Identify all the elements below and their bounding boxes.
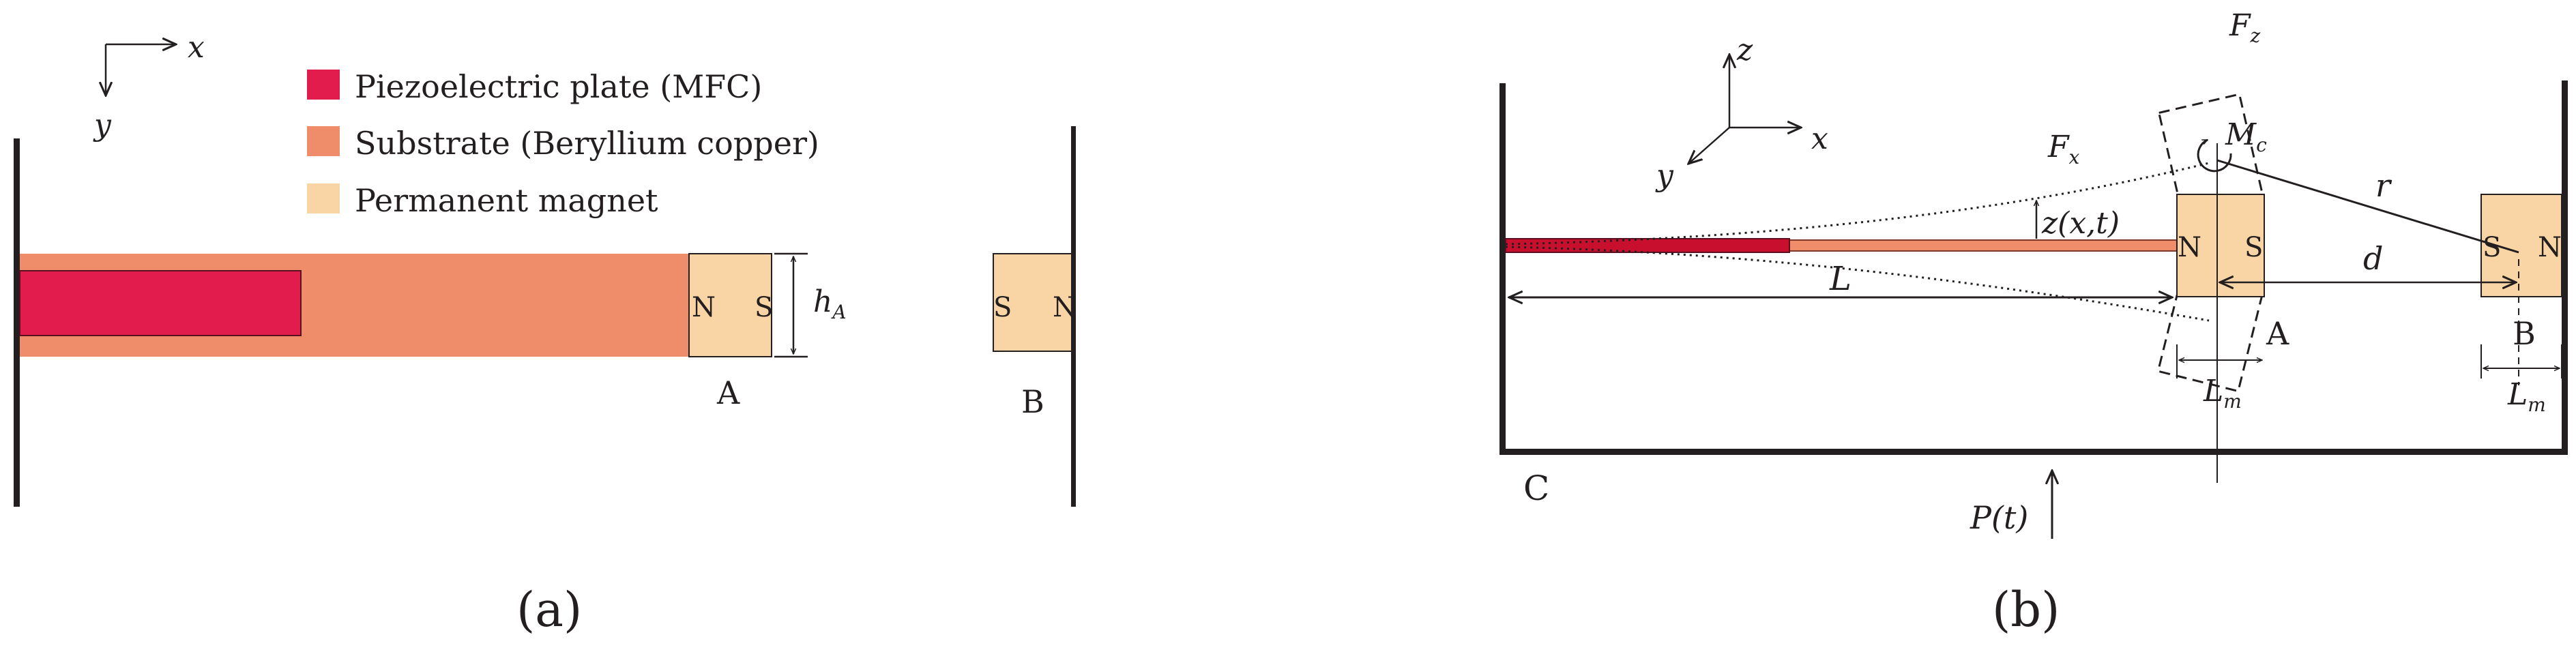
excitation-label: P(t) <box>1970 499 2028 536</box>
magnet-a-north-pole: N <box>692 292 716 323</box>
frame-label-c: C <box>1523 469 1549 508</box>
magnet-b-b-north-pole: N <box>2538 232 2562 263</box>
magnet-b-b-label: B <box>2513 315 2536 352</box>
panel-b-caption: (b) <box>1992 582 2060 638</box>
legend-label-piezo: Piezoelectric plate (MFC) <box>355 68 762 105</box>
deflection-label: z(x,t) <box>2041 206 2120 241</box>
panel-b: C z x y N S A S N B <box>1499 8 2568 638</box>
legend-swatch-substrate <box>307 126 340 156</box>
magnet-length-dimension-a <box>2176 344 2262 379</box>
beam-piezo-b <box>1505 238 1790 253</box>
panel-b-x-axis-label: x <box>1811 121 1828 156</box>
legend-label-magnet: Permanent magnet <box>355 182 658 219</box>
force-z-label: Fz <box>2229 8 2261 47</box>
legend-swatch-magnet <box>307 183 340 213</box>
panel-a-axes <box>106 44 176 95</box>
length-l-label: L <box>1829 260 1852 298</box>
piezo-plate <box>19 270 302 336</box>
distance-r-line <box>2216 159 2519 254</box>
magnet-b-label: B <box>1021 383 1044 420</box>
legend: Piezoelectric plate (MFC) Substrate (Ber… <box>307 68 819 219</box>
clamp-wall-a <box>14 138 20 507</box>
magnet-a-south-pole: S <box>755 292 773 323</box>
magnet-a-b-south-pole: S <box>2244 232 2263 263</box>
distance-r-label: r <box>2375 167 2392 204</box>
panel-a-y-axis-label: y <box>93 108 112 143</box>
magnet-a <box>688 253 772 357</box>
panel-b-z-axis-label: z <box>1736 33 1753 68</box>
panel-b-axes <box>1688 55 1801 164</box>
panel-b-y-axis-label: y <box>1655 158 1674 193</box>
magnet-a-b-label: A <box>2266 315 2289 352</box>
legend-swatch-piezo <box>307 70 340 100</box>
moment-arc <box>2197 138 2232 173</box>
magnet-length-label-a: Lm <box>2203 374 2242 413</box>
support-frame <box>1499 80 2568 455</box>
panel-a-x-axis-label: x <box>188 30 205 65</box>
legend-label-substrate: Substrate (Beryllium copper) <box>355 125 819 162</box>
panel-a: x y Piezoelectric plate (MFC) Substrate … <box>14 30 1077 638</box>
distance-d-label: d <box>2363 240 2383 277</box>
height-dimension <box>774 252 808 358</box>
fixed-wall-b <box>1071 126 1076 507</box>
magnet-a-label: A <box>716 374 740 411</box>
panel-a-caption: (a) <box>516 582 582 638</box>
magnet-b-b-south-pole: S <box>2483 232 2501 263</box>
magnet-b-south-pole: S <box>993 292 1012 323</box>
magnet-a-b-north-pole: N <box>2178 232 2201 263</box>
center-lines <box>2216 143 2519 483</box>
moment-label: Mc <box>2225 117 2267 156</box>
magnet-length-label-b: Lm <box>2507 377 2546 416</box>
force-x-label: Fx <box>2047 130 2080 168</box>
height-label: hA <box>813 284 847 323</box>
magnet-length-dimension-b <box>2480 344 2562 379</box>
